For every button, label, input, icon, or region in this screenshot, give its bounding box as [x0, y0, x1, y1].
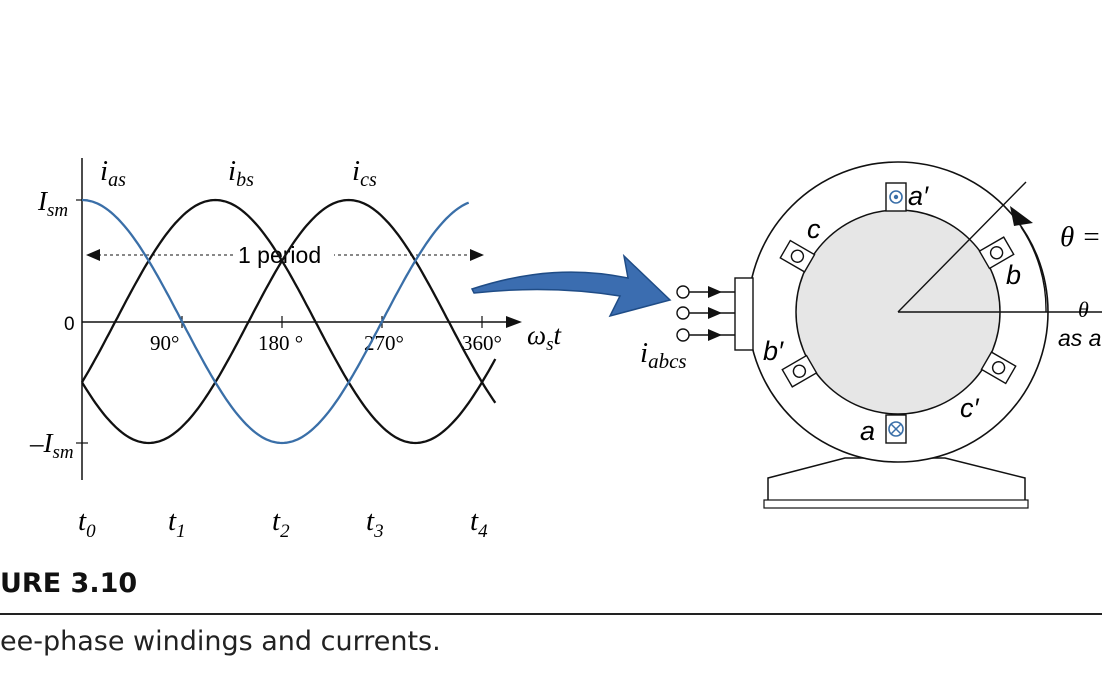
slot-a [885, 414, 907, 444]
winding-label-b: b [1006, 260, 1021, 290]
terminal-c [676, 328, 690, 342]
slot-c-prime [980, 351, 1017, 385]
lead-b-arrow [708, 307, 722, 319]
terminal-b [676, 306, 690, 320]
transition-arrow [470, 253, 672, 318]
series-label-ibs: ibs [228, 155, 254, 191]
figure-label: URE 3.10 [0, 568, 138, 599]
time-label-t3: t3 [366, 505, 384, 542]
lead-a-arrow [708, 286, 722, 298]
figure-caption: ee-phase windings and currents. [0, 626, 441, 657]
period-arrowhead-right [470, 249, 484, 261]
x-axis-label: ωst [527, 320, 562, 355]
x-tick-label-90: 90° [150, 331, 179, 355]
time-label-t2: t2 [272, 505, 290, 542]
waveform-ias [81, 198, 470, 445]
theta-arc-arrowhead [1010, 206, 1033, 226]
machine-diagram: iabcs a′ c [640, 161, 1102, 509]
winding-label-a-prime: a′ [908, 181, 929, 211]
machine-base-plate [763, 499, 1029, 509]
slot-a-prime [885, 182, 907, 212]
waveform-ibs [81, 198, 497, 445]
time-label-t1: t1 [168, 505, 186, 542]
lead-c-arrow [708, 329, 722, 341]
slot-b [978, 236, 1015, 270]
y-tick-label-max: Ism [37, 186, 68, 221]
x-tick-label-180: 180 ° [258, 331, 303, 355]
as-axis-label: as a [1058, 325, 1101, 351]
slot-b-prime [781, 354, 818, 388]
winding-label-a: a [860, 416, 875, 446]
rotor-angle-line [897, 181, 1027, 313]
x-axis-arrowhead [506, 316, 522, 328]
y-tick-label-zero: 0 [64, 314, 75, 335]
machine-base [767, 457, 1026, 506]
terminal-box [734, 277, 754, 351]
time-label-t0: t0 [78, 505, 96, 542]
series-label-ias: ias [100, 155, 126, 191]
terminal-leads [676, 285, 735, 342]
slot-c [779, 239, 816, 273]
waveform-ics [81, 198, 497, 445]
winding-label-c-prime: c′ [960, 393, 980, 423]
theta-label: θ = [1060, 221, 1101, 253]
theta-arc [1020, 226, 1047, 313]
winding-label-c: c [807, 214, 821, 244]
theta-small-label: θ [1078, 297, 1089, 322]
period-arrowhead-left [86, 249, 100, 261]
y-tick-label-min: –Ism [29, 428, 74, 463]
x-tick-label-360: 360° [462, 331, 502, 355]
winding-label-b-prime: b′ [763, 336, 784, 366]
current-label-iabcs: iabcs [640, 337, 687, 373]
caption-rule [0, 613, 1102, 615]
time-label-t4: t4 [470, 505, 488, 542]
waveform-plot: Ism 0 –Ism 90° 180 ° 270° 360° ωst 1 per… [29, 155, 562, 542]
dot-mark [893, 194, 899, 200]
series-label-ics: ics [352, 155, 377, 191]
terminal-a [676, 285, 690, 299]
